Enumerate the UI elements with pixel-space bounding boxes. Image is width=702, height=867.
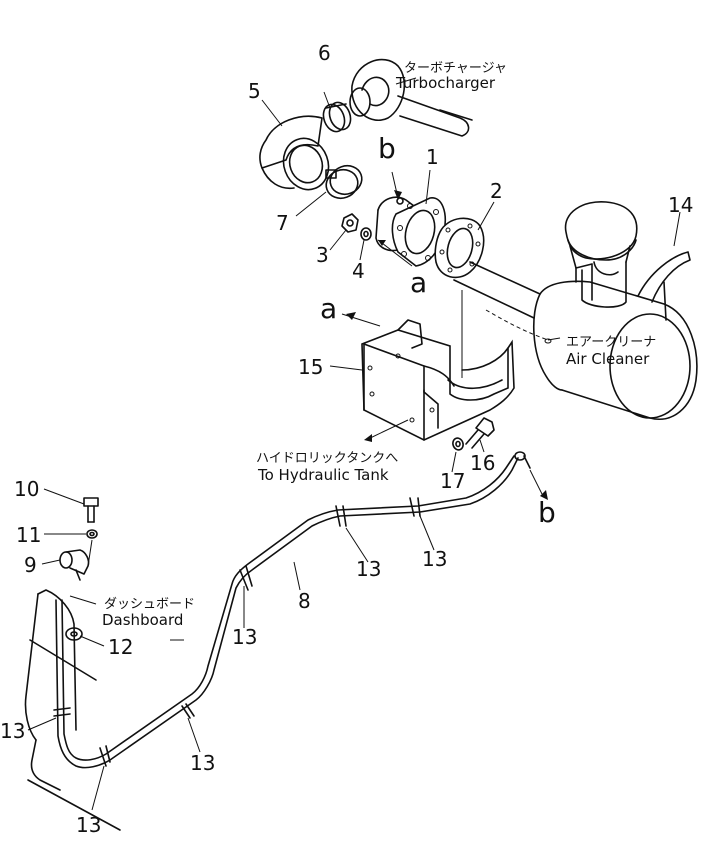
connection-b-pipe: b bbox=[538, 496, 556, 529]
bracket-15 bbox=[361, 290, 515, 441]
pipe-8 bbox=[55, 455, 519, 769]
callout-13: 13 bbox=[0, 719, 25, 743]
callout-13: 13 bbox=[190, 751, 215, 775]
callout-numbers: 6 5 7 3 4 1 2 14 15 16 17 10 11 9 12 8 1… bbox=[0, 41, 693, 837]
callout-14: 14 bbox=[668, 193, 693, 217]
callout-17: 17 bbox=[440, 469, 465, 493]
callout-13: 13 bbox=[356, 557, 381, 581]
callout-3: 3 bbox=[316, 243, 329, 267]
clip-13 bbox=[53, 497, 421, 767]
band-14 bbox=[637, 251, 691, 321]
callout-11: 11 bbox=[16, 523, 41, 547]
nut-3 bbox=[341, 213, 359, 233]
callout-7: 7 bbox=[276, 211, 289, 235]
washer-11 bbox=[86, 529, 98, 539]
callout-1: 1 bbox=[426, 145, 439, 169]
callout-15: 15 bbox=[298, 355, 323, 379]
turbocharger-label-en: Turbocharger bbox=[395, 74, 496, 92]
dashboard-label-en: Dashboard bbox=[102, 611, 183, 629]
washer-4 bbox=[360, 227, 372, 241]
callout-5: 5 bbox=[248, 79, 261, 103]
turbocharger-label-jp: ターボチャージャ bbox=[404, 61, 507, 76]
pipe-end-fitting bbox=[514, 451, 531, 469]
gasket-2 bbox=[434, 217, 485, 279]
callout-16: 16 bbox=[470, 451, 495, 475]
connection-a-bracket: a bbox=[320, 292, 337, 325]
callout-6: 6 bbox=[318, 41, 331, 65]
air-cleaner-label-jp: エアークリーナ bbox=[566, 335, 656, 350]
connection-b-top: b bbox=[378, 132, 396, 165]
air-cleaner-label-en: Air Cleaner bbox=[566, 350, 650, 368]
callout-letters: b a a b bbox=[320, 132, 556, 529]
callout-12: 12 bbox=[108, 635, 133, 659]
callout-4: 4 bbox=[352, 259, 365, 283]
callout-2: 2 bbox=[490, 179, 503, 203]
hydraulic-tank-label-en: To Hydraulic Tank bbox=[257, 466, 389, 484]
callout-13: 13 bbox=[422, 547, 447, 571]
callout-9: 9 bbox=[24, 553, 37, 577]
dashboard bbox=[24, 589, 121, 831]
hydraulic-tank-label-jp: ハイドロリックタンクへ bbox=[256, 451, 398, 466]
leader-lines bbox=[27, 77, 681, 811]
turbocharger bbox=[349, 58, 473, 137]
elbow-hose-5 bbox=[259, 115, 330, 191]
connection-a-flange: a bbox=[410, 266, 427, 299]
bolt-10 bbox=[83, 497, 99, 523]
clamp-7 bbox=[325, 164, 363, 200]
component-labels: ターボチャージャ Turbocharger エアークリーナ Air Cleane… bbox=[102, 61, 656, 629]
arrows bbox=[346, 190, 548, 500]
callout-8: 8 bbox=[298, 589, 311, 613]
bolt-16 bbox=[465, 417, 495, 449]
elbow-fitting-9 bbox=[59, 539, 93, 581]
callout-13: 13 bbox=[76, 813, 101, 837]
washer-17 bbox=[452, 437, 464, 451]
air-cleaner bbox=[453, 201, 698, 420]
callout-13: 13 bbox=[232, 625, 257, 649]
clamp-6 bbox=[322, 101, 352, 133]
flange-adapter-1 bbox=[375, 196, 446, 267]
callout-10: 10 bbox=[14, 477, 39, 501]
dashboard-label-jp: ダッシュボード bbox=[104, 597, 195, 612]
